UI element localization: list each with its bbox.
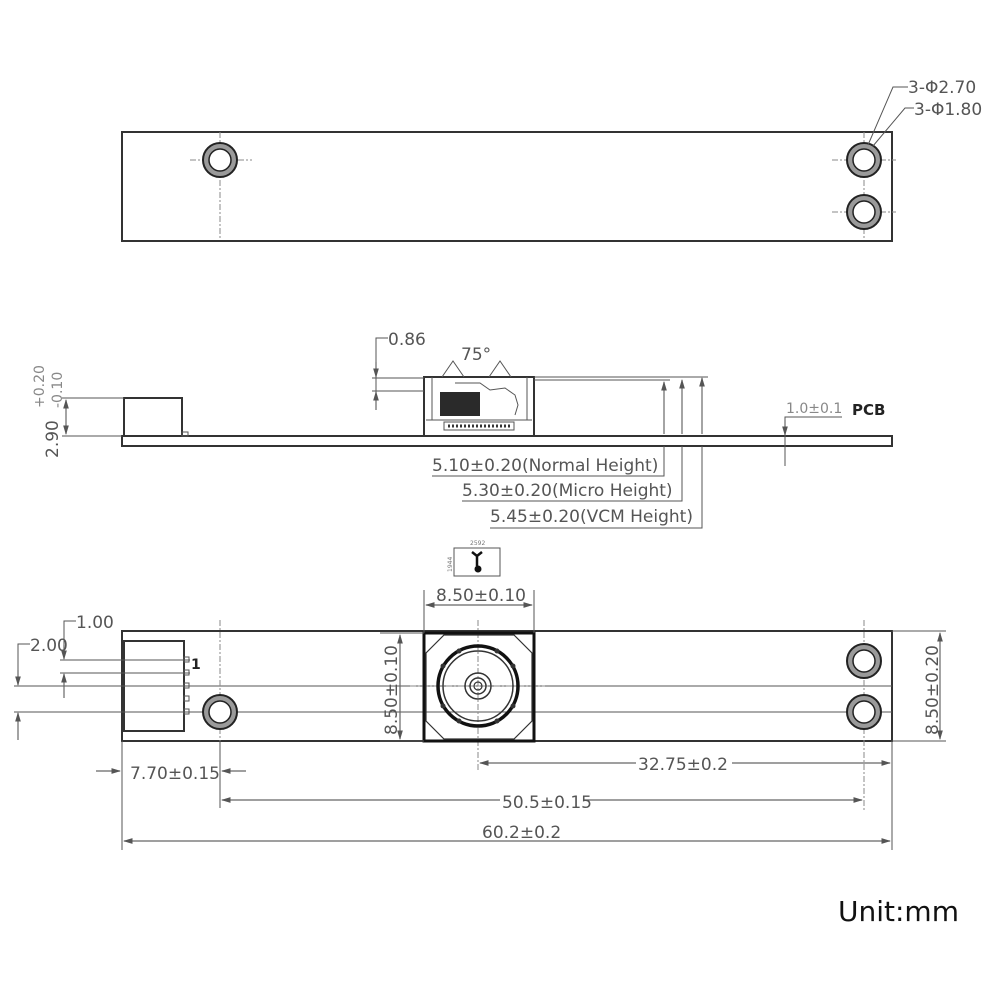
mount-hole-icon (846, 643, 882, 679)
pin-offset-label: 2.00 (30, 636, 68, 656)
lens-height-label: 8.50±0.10 (382, 645, 402, 735)
top-view-board-outline (121, 131, 893, 242)
overall-length-label: 60.2±0.2 (482, 823, 561, 843)
hole-callout-inner: 3-Φ1.80 (914, 100, 982, 120)
hole-callout-outer: 3-Φ2.70 (908, 78, 976, 98)
side-view: 2.90 +0.20 -0.10 75° 0.86 (32, 330, 893, 529)
plant-icon (471, 551, 483, 573)
sensor-width-label: 2592 (470, 540, 485, 547)
sensor-height-label: 1944 (447, 557, 454, 572)
side-view-pcb (121, 435, 893, 447)
connector-to-hole-label: 7.70±0.15 (130, 764, 220, 784)
mount-hole-icon (846, 142, 882, 178)
normal-height-label: 5.10±0.20(Normal Height) (432, 456, 658, 476)
lens-offset-label: 0.86 (388, 330, 426, 350)
mount-hole-icon (202, 142, 238, 178)
lens-to-hole-label: 32.75±0.2 (638, 755, 728, 775)
lens-width-label: 8.50±0.10 (436, 586, 526, 606)
mount-hole-icon (846, 694, 882, 730)
board-height-label: 8.50±0.20 (923, 645, 943, 735)
orientation-icon: 2592 1944 (447, 540, 501, 577)
hole-spacing-label: 50.5±0.15 (502, 793, 592, 813)
top-view: 3-Φ2.70 3-Φ1.80 (121, 78, 982, 242)
vcm-height-label: 5.45±0.20(VCM Height) (490, 507, 693, 527)
front-view: 1 1.00 2.00 (14, 586, 946, 850)
view-angle-label: 75° (461, 345, 491, 365)
pcb-thickness-label: 1.0±0.1 (786, 401, 842, 417)
connector-height-label: 2.90 (43, 420, 63, 458)
micro-height-label: 5.30±0.20(Micro Height) (462, 481, 673, 501)
mount-hole-icon (202, 694, 238, 730)
camera-lens-icon (422, 631, 536, 743)
pcb-label: PCB (852, 401, 885, 419)
connector-tolerance-minus: -0.10 (50, 372, 66, 408)
pin-pitch-label: 1.00 (76, 613, 114, 633)
side-view-connector (123, 397, 183, 437)
pin1-label: 1 (191, 657, 201, 673)
camera-module-side (423, 376, 535, 437)
connector-tolerance-plus: +0.20 (32, 365, 48, 408)
unit-label: Unit:mm (838, 895, 959, 928)
mount-hole-icon (846, 194, 882, 230)
